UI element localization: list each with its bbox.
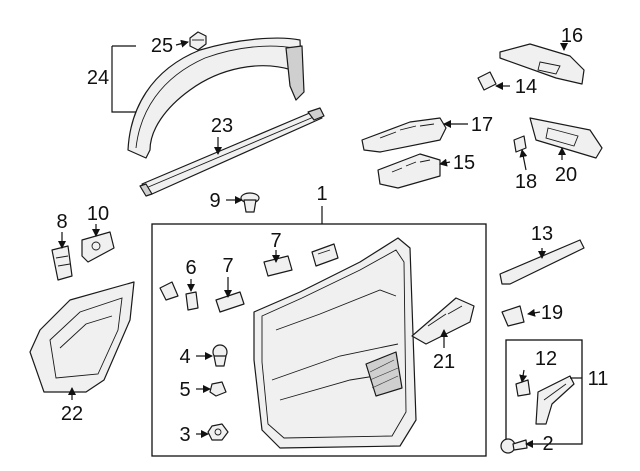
callout-21: 21 [433,351,455,373]
switch-bezel-21 [411,297,475,345]
clip-4 [212,344,228,367]
nut-3 [207,423,229,441]
screw-2 [500,438,528,454]
callout-20: 20 [555,164,577,186]
pad-7-right [263,255,293,277]
clip-18 [513,135,527,153]
leader-lines [58,39,582,448]
callout-4: 4 [179,346,190,368]
pull-handle [535,375,575,425]
callout-5: 5 [179,379,190,401]
callout-19: 19 [541,302,563,324]
switch-assembly-15 [377,153,441,189]
pull-handle-assembly-box [505,339,583,445]
callout-2: 2 [542,433,553,455]
callout-22: 22 [61,403,83,425]
callout-labels: 1 2 3 4 5 6 7 7 8 9 10 11 12 13 14 15 16… [56,25,608,455]
callout-25: 25 [151,35,173,57]
callout-12: 12 [535,348,557,370]
callout-14: 14 [515,76,537,98]
callout-10: 10 [87,203,109,225]
push-pin-9 [240,192,260,213]
bezel-20 [529,117,603,159]
window-frame-molding [127,37,305,159]
callout-24: 24 [87,67,109,89]
bracket-10 [81,231,115,263]
callout-15: 15 [453,152,475,174]
nut-5 [209,381,227,397]
bracket-8 [51,245,73,281]
pad-7-left [215,291,245,313]
retainer-6 [159,281,199,311]
callout-6: 6 [185,257,196,279]
door-trim-panel [253,237,417,449]
callout-9: 9 [209,190,220,212]
callout-16: 16 [561,25,583,47]
callout-3: 3 [179,424,190,446]
callout-17: 17 [471,114,493,136]
callout-7-right: 7 [270,230,281,252]
clip-12 [515,379,531,397]
callout-7-left: 7 [222,255,233,277]
belt-weatherstrip [139,107,325,197]
trim-strip-13 [499,239,585,285]
callout-18: 18 [515,171,537,193]
map-pocket [29,281,135,393]
callout-1: 1 [316,183,327,205]
door-trim-assembly-box [151,223,487,457]
switch-bezel-16 [499,43,585,85]
callout-13: 13 [531,223,553,245]
button-14 [477,71,497,91]
switch-housing-17 [361,117,447,153]
clip-25 [189,31,207,51]
callout-23: 23 [211,115,233,137]
clip-19 [501,305,525,327]
callout-11: 11 [588,368,609,390]
handle-bezel [311,243,339,267]
callout-8: 8 [56,211,67,233]
